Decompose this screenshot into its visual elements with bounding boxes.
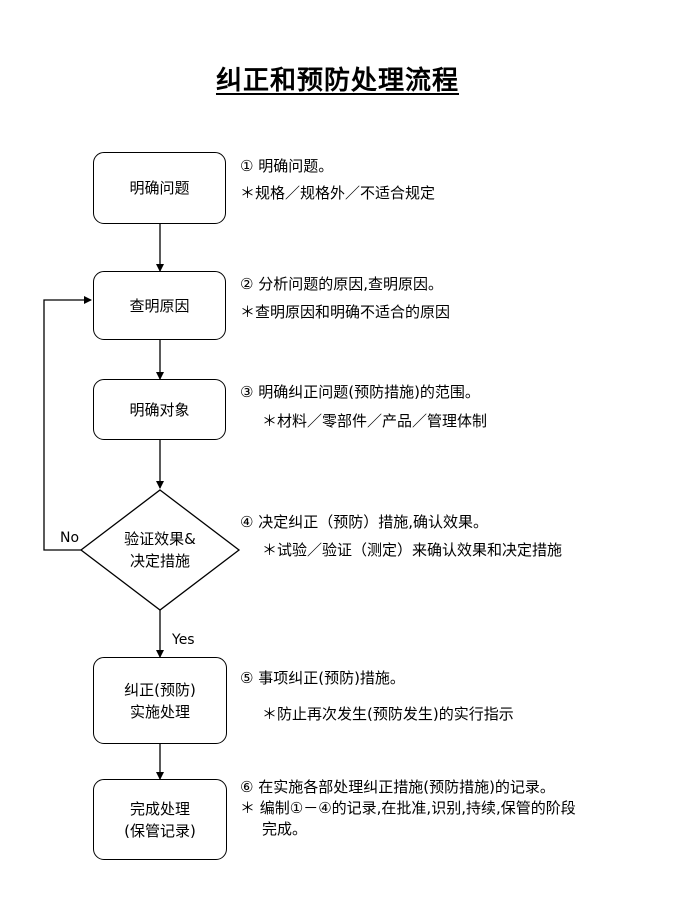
step-6-box-line1: 完成处理 <box>129 799 190 818</box>
page-title: 纠正和预防处理流程 <box>215 66 459 96</box>
no-label: No <box>60 530 80 546</box>
step-5-note-line2: ＊防止再次发生(预防发生)的实行指示 <box>262 705 514 723</box>
step-5-box: 纠正(预防) 实施处理 <box>93 657 227 744</box>
step-6-note-line1: ⑥ 在实施各部处理纠正措施(预防措施)的记录。 <box>240 778 555 796</box>
step-2-box: 查明原因 <box>93 271 226 340</box>
decision-label-line2: 决定措施 <box>129 552 190 570</box>
step-3-box: 明确对象 <box>93 379 226 440</box>
decision-label-line1: 验证效果& <box>124 530 196 548</box>
step-1-note-line1: ① 明确问题。 <box>240 157 334 175</box>
step-5-box-line2: 实施处理 <box>129 702 190 721</box>
step-4-note-line2: ＊试验／验证（测定）来确认效果和决定措施 <box>262 541 563 559</box>
yes-label: Yes <box>172 632 195 648</box>
step-5-note-line1: ⑤ 事项纠正(预防)措施。 <box>240 669 405 687</box>
step-2-note-line2: ＊查明原因和明确不适合的原因 <box>240 303 451 321</box>
step-1-note-line2: ＊规格／规格外／不适合规定 <box>240 184 436 202</box>
decision-label: 验证效果& 决定措施 <box>100 528 220 572</box>
step-5-box-line1: 纠正(预防) <box>124 680 196 699</box>
step-6-box: 完成处理 (保管记录) <box>93 779 227 860</box>
step-6-note-line3: 完成。 <box>262 820 308 838</box>
no-feedback-arrow <box>43 296 92 551</box>
step-2-note-line1: ② 分析问题的原因,查明原因。 <box>240 275 443 293</box>
step-3-note-line1: ③ 明确纠正问题(预防措施)的范围。 <box>240 383 480 401</box>
step-6-note-line2: ＊ 编制①－④的记录,在批准,识别,持续,保管的阶段 <box>240 799 576 817</box>
step-1-box-label: 明确问题 <box>129 179 190 197</box>
step-1-box: 明确问题 <box>93 152 226 224</box>
step-4-note-line1: ④ 决定纠正（预防）措施,确认效果。 <box>240 513 488 531</box>
step-3-box-label: 明确对象 <box>129 400 190 419</box>
step-3-note-line2: ＊材料／零部件／产品／管理体制 <box>262 412 488 430</box>
step-6-box-line2: (保管记录) <box>124 821 196 840</box>
step-2-box-label: 查明原因 <box>129 296 190 315</box>
